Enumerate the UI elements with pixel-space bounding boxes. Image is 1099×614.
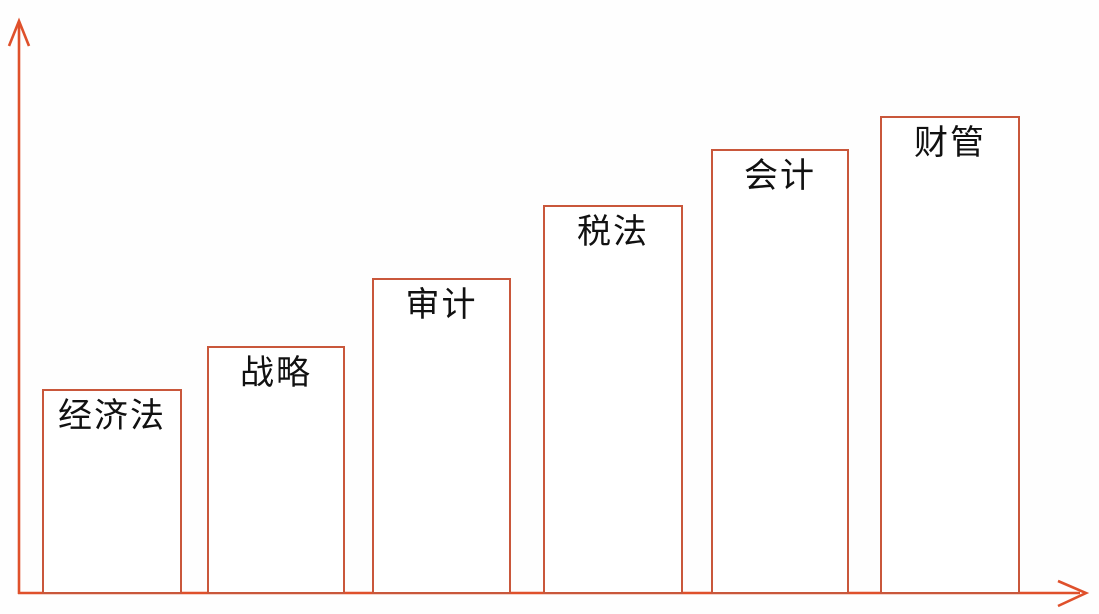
bar-caiguan: 财管 — [880, 116, 1020, 594]
bar-label: 经济法 — [58, 396, 166, 436]
bar-label: 会计 — [744, 156, 816, 196]
bar-kuaiji: 会计 — [711, 149, 849, 594]
bar-label: 战略 — [240, 353, 312, 393]
bar-label: 税法 — [577, 212, 649, 252]
x-axis-arrow-icon — [1057, 579, 1090, 608]
bar-shuifa: 税法 — [543, 205, 683, 594]
bar-shenji: 审计 — [372, 278, 511, 594]
y-axis-arrow-icon — [7, 17, 31, 47]
bar-label: 审计 — [405, 285, 478, 325]
bar-label: 财管 — [914, 123, 986, 163]
bar-zhanlve: 战略 — [207, 346, 345, 594]
bar-jingjifa: 经济法 — [42, 389, 182, 594]
